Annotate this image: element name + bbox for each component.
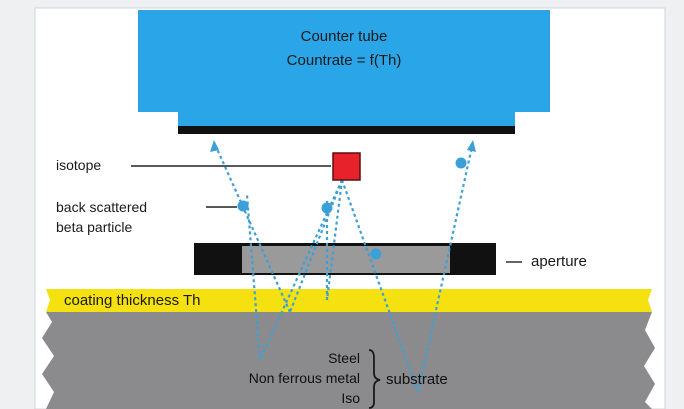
counter-tube (138, 10, 550, 133)
substrate-non-ferrous-label: Non ferrous metal (248, 370, 360, 386)
countrate-formula: Countrate = f(Th) (286, 52, 402, 69)
arrowhead (210, 140, 219, 152)
substrate-brace (368, 349, 381, 409)
beta-particle (370, 248, 382, 260)
particle-path (212, 141, 292, 313)
isotope-source (332, 152, 361, 181)
substrate-block (42, 312, 655, 409)
coating-layer (46, 289, 652, 312)
counter-tube-window (178, 126, 515, 134)
beta-particle-label: beta particle (56, 219, 133, 235)
aperture-opening (242, 246, 450, 273)
back-scattered-label: back scattered (56, 199, 148, 215)
beta-particle (321, 202, 333, 214)
arrowheads (210, 140, 476, 152)
substrate-iso-label: Iso (341, 390, 360, 406)
substrate-label: substrate (386, 371, 448, 388)
isotope-label: isotope (56, 157, 102, 173)
particle-paths (212, 141, 475, 393)
coating-thickness-label: coating thickness Th (64, 292, 201, 309)
particle-path (325, 179, 344, 301)
particle-path (340, 179, 420, 393)
beta-particles (237, 157, 467, 260)
aperture-label: aperture (531, 253, 587, 270)
beta-particle (455, 157, 467, 169)
arrowhead (467, 140, 476, 152)
beta-particle (237, 200, 249, 212)
substrate-steel-label: Steel (328, 350, 360, 366)
counter-tube-title: Counter tube (300, 28, 388, 45)
particle-path (416, 141, 475, 393)
